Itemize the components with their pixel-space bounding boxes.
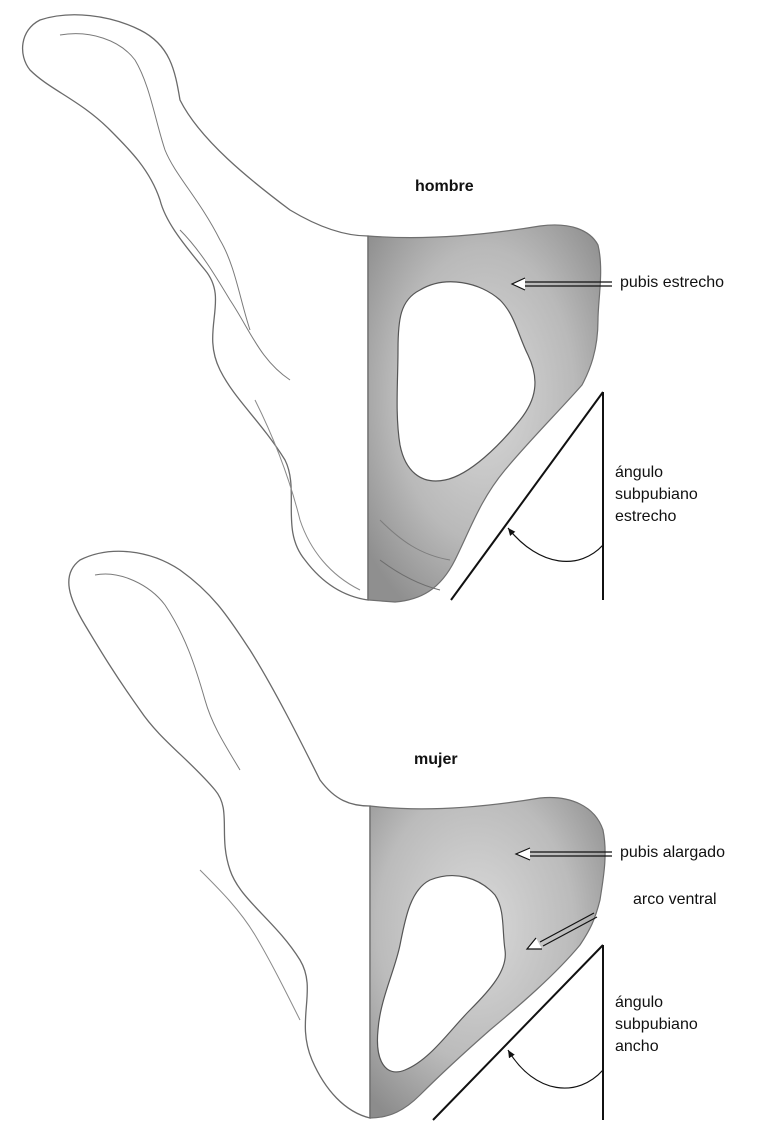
female-angle-label-line-2: subpubiano [615, 1014, 698, 1036]
male-angle-label-line-1: ángulo [615, 462, 698, 484]
female-ilium-outline [69, 551, 370, 1118]
female-hip-bone [69, 551, 605, 1118]
male-title: hombre [415, 176, 474, 198]
male-angle-label: ángulo subpubiano estrecho [615, 462, 698, 528]
male-angle-arc-arrow [508, 528, 603, 561]
female-angle-label-line-1: ángulo [615, 992, 698, 1014]
female-angle-label-line-3: ancho [615, 1036, 698, 1058]
male-pubis-label: pubis estrecho [620, 272, 724, 294]
female-pubis-label: pubis alargado [620, 842, 725, 864]
male-angle-label-line-3: estrecho [615, 506, 698, 528]
female-arch-label: arco ventral [633, 889, 717, 911]
female-angle-label: ángulo subpubiano ancho [615, 992, 698, 1058]
male-angle-label-line-2: subpubiano [615, 484, 698, 506]
female-angle-arc-arrow [508, 1050, 603, 1088]
female-title: mujer [414, 749, 458, 771]
male-ilium-outline [23, 15, 368, 600]
